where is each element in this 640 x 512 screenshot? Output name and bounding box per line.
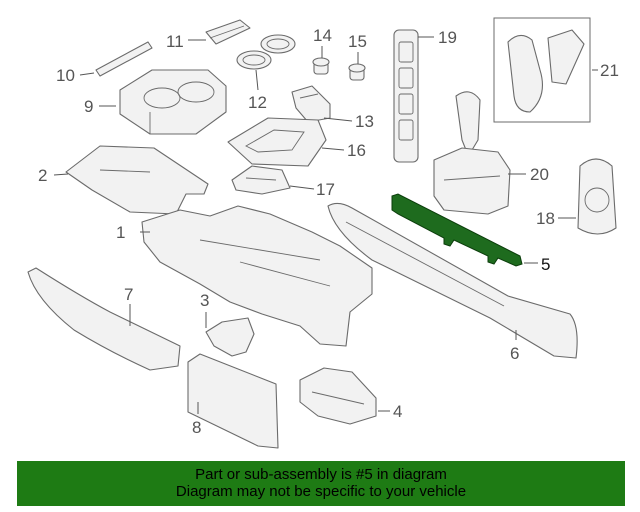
info-banner-background: Part or sub-assembly is #5 in diagram Di… — [17, 461, 625, 506]
part-5-bracket-highlighted — [391, 193, 523, 267]
part-12-cupholder-rings — [236, 34, 296, 70]
banner-line-disclaimer: Diagram may not be specific to your vehi… — [175, 483, 467, 500]
part-9-cupholder-tray — [119, 69, 227, 135]
callout-13: 13 — [355, 112, 374, 131]
callout-6: 6 — [510, 344, 519, 363]
callout-labels: 1 2 3 4 5 6 7 8 9 10 11 12 13 14 15 16 1… — [38, 26, 619, 437]
callout-9: 9 — [84, 97, 93, 116]
part-18-controller — [577, 158, 617, 235]
part-7-left-panel — [27, 267, 181, 371]
part-20-gear-shifter — [433, 91, 511, 215]
callout-12: 12 — [248, 93, 267, 112]
callout-19: 19 — [438, 28, 457, 47]
callout-8: 8 — [192, 418, 201, 437]
part-14-socket — [312, 57, 330, 75]
part-4-lower-tray — [299, 367, 377, 425]
callout-5: 5 — [541, 255, 550, 274]
footer: Part or sub-assembly is #5 in diagram Di… — [0, 456, 640, 512]
banner-line-part-number: Part or sub-assembly is #5 in diagram — [195, 466, 447, 483]
part-15-socket — [348, 63, 366, 81]
part-1-console-frame — [141, 205, 373, 347]
callout-17: 17 — [316, 180, 335, 199]
callout-7: 7 — [124, 285, 133, 304]
leader-lines — [53, 36, 598, 414]
part-8-lid — [187, 353, 279, 449]
part-16-console-panel — [227, 117, 327, 167]
part-21-shifter-inset — [493, 17, 591, 123]
part-6-side-trim — [327, 202, 578, 359]
part-19-switch-panel — [393, 29, 419, 163]
part-2-lower-panel — [65, 145, 209, 215]
part-13-switch-bracket — [291, 85, 331, 123]
callout-14: 14 — [313, 26, 332, 45]
callout-21: 21 — [600, 61, 619, 80]
callout-11: 11 — [166, 32, 184, 51]
callout-2: 2 — [38, 166, 47, 185]
part-17-panel — [231, 165, 291, 195]
callout-3: 3 — [200, 291, 209, 310]
info-banner: Part or sub-assembly is #5 in diagram Di… — [16, 460, 626, 507]
callout-15: 15 — [348, 32, 367, 51]
callout-10: 10 — [56, 66, 75, 85]
callout-16: 16 — [347, 141, 366, 160]
callout-1: 1 — [116, 223, 125, 242]
part-3-bracket — [205, 317, 255, 357]
callout-20: 20 — [530, 165, 549, 184]
part-11-pad — [205, 19, 251, 45]
callout-4: 4 — [393, 402, 402, 421]
callout-18: 18 — [536, 209, 555, 228]
part-10-trim-strip — [95, 41, 153, 77]
parts-diagram: 1 2 3 4 5 6 7 8 9 10 11 12 13 14 15 16 1… — [27, 17, 619, 449]
